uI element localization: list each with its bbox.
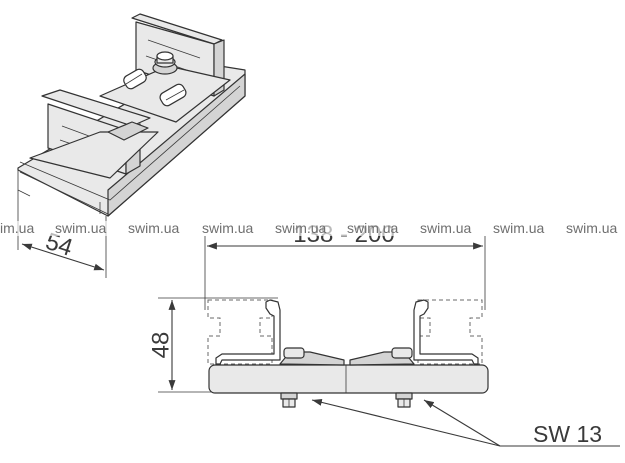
watermark-7: swim.ua	[420, 220, 472, 236]
watermark-2: swim.ua	[55, 220, 107, 236]
watermark-row: im.ua swim.ua swim.ua swim.ua swim.ua sw…	[0, 220, 625, 236]
base-plate	[208, 364, 489, 394]
watermark-3: swim.ua	[128, 220, 180, 236]
wrench-size-label: SW 13	[533, 421, 602, 447]
dimension-height-label: 48	[147, 332, 174, 359]
watermark-6: swim.ua	[347, 220, 399, 236]
watermark-5: swim.ua	[275, 220, 327, 236]
watermark-1: im.ua	[0, 220, 34, 236]
right-hook-bracket	[413, 299, 479, 365]
dimension-height: 48	[147, 297, 278, 393]
front-view: SW 13	[207, 299, 620, 447]
rail-profile-left	[207, 299, 273, 365]
bolt-right	[395, 392, 413, 408]
isometric-clamp-view	[17, 13, 246, 217]
watermark-8: swim.ua	[493, 220, 545, 236]
bolt-left	[280, 392, 298, 408]
rail-profile-right	[417, 299, 483, 365]
watermark-9: swim.ua	[566, 220, 618, 236]
left-hook-bracket	[215, 299, 281, 365]
watermark-4: swim.ua	[202, 220, 254, 236]
